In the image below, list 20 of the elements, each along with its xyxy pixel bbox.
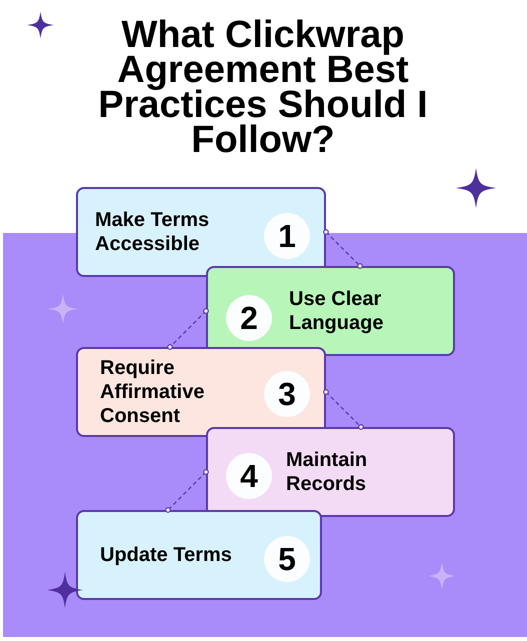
step-label: Update Terms — [100, 543, 232, 567]
step-card — [76, 510, 322, 600]
step-label: Require Affirmative Consent — [100, 356, 206, 428]
dashed-connector — [167, 308, 209, 350]
step-label: Maintain Records — [286, 448, 368, 496]
step-card — [206, 427, 455, 517]
step-label: Use Clear Language — [289, 287, 384, 335]
step-card — [76, 347, 326, 437]
step-number: 5 — [278, 543, 296, 575]
dashed-connector — [323, 229, 363, 269]
step-number: 3 — [278, 378, 296, 410]
step-card — [76, 187, 326, 277]
title: What Clickwrap Agreement Best Practices Should I Follow? — [97, 18, 429, 158]
dashed-connector — [165, 469, 209, 513]
step-number: 4 — [240, 460, 258, 492]
step-card — [206, 266, 455, 356]
step-label: Make Terms Accessible — [95, 208, 210, 256]
dashed-connector — [323, 389, 364, 430]
step-number: 1 — [278, 220, 296, 252]
step-number: 2 — [240, 302, 258, 334]
